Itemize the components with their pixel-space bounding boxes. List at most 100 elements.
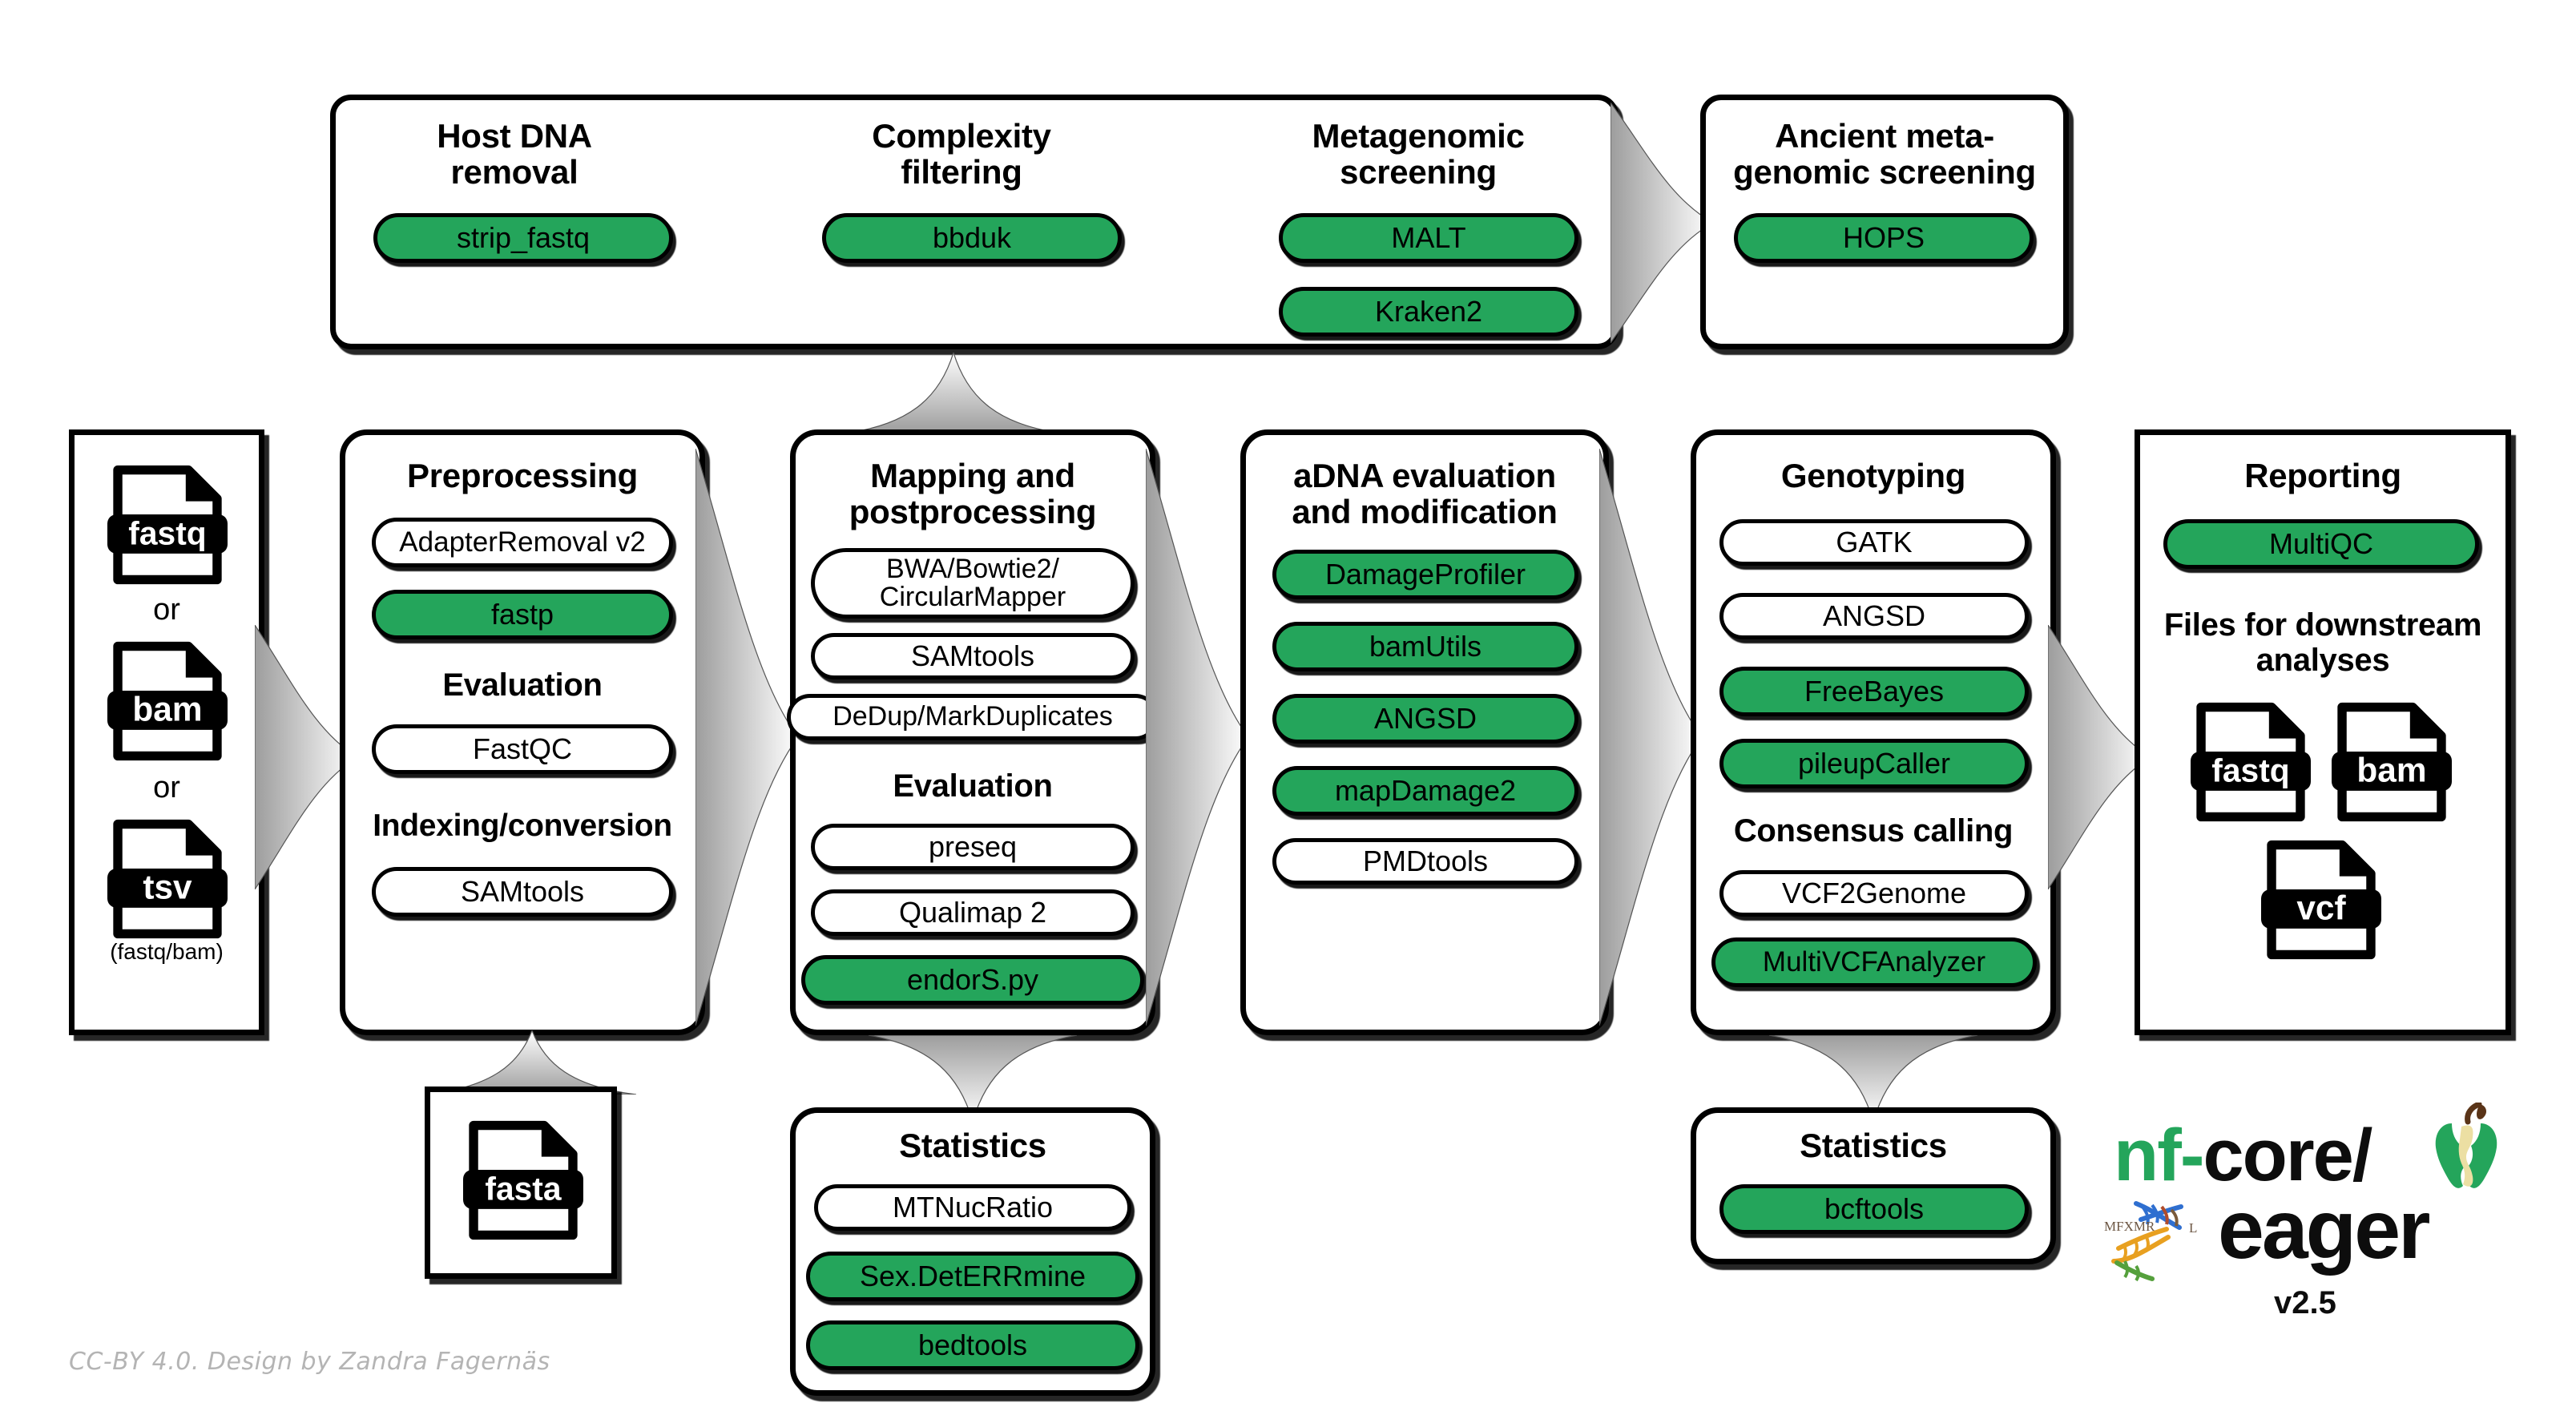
- metagenomic-screening-title: Metagenomic screening: [1266, 117, 1570, 191]
- adna-title: aDNA evaluation and modification: [1240, 458, 1609, 530]
- file-fastq-icon-output: fastq: [2184, 702, 2317, 822]
- file-bam-icon-output: bam: [2325, 702, 2458, 822]
- tool-label-line-1: BWA/Bowtie2/: [885, 554, 1060, 585]
- title-line-2: screening: [1340, 152, 1497, 191]
- reporting-title: Reporting: [2135, 458, 2511, 494]
- tool-fastp[interactable]: fastp: [372, 590, 673, 639]
- svg-text:L: L: [2189, 1220, 2197, 1236]
- logo-dash: -: [2179, 1115, 2205, 1196]
- tool-freebayes[interactable]: FreeBayes: [1719, 667, 2029, 716]
- svg-text:MFXMR: MFXMR: [2104, 1219, 2155, 1234]
- title-line-1: Ancient meta-: [1775, 117, 1994, 155]
- file-bam-icon: bam: [101, 641, 234, 761]
- arrow-screening-to-ancient: [1611, 103, 1715, 343]
- title-line-1: Mapping and: [870, 457, 1075, 494]
- heading-line-1: Files for downstream: [2163, 607, 2482, 643]
- preprocessing-evaluation-heading: Evaluation: [442, 667, 603, 703]
- logo-nf: nf: [2114, 1115, 2182, 1196]
- title-line-1: aDNA evaluation: [1293, 457, 1556, 494]
- file-fastq-icon: fastq: [101, 465, 234, 585]
- mapping-evaluation-heading: Evaluation: [893, 768, 1053, 804]
- logo-core: core/: [2203, 1115, 2372, 1196]
- tool-samtools-preprocessing[interactable]: SAMtools: [372, 867, 673, 917]
- title-line-2: genomic screening: [1733, 152, 2036, 191]
- logo-eager: eager: [2218, 1183, 2431, 1276]
- svg-text:bam: bam: [2356, 751, 2426, 788]
- svg-text:fastq: fastq: [2211, 752, 2289, 788]
- svg-text:fastq: fastq: [128, 514, 206, 551]
- arrow-mapping-to-adna: [1146, 449, 1250, 1026]
- tool-samtools-mapping[interactable]: SAMtools: [811, 633, 1135, 679]
- tool-gatk[interactable]: GATK: [1719, 519, 2029, 566]
- file-vcf-icon-output: vcf: [2255, 840, 2388, 960]
- input-or-2: or: [153, 771, 180, 804]
- tool-angsd-adna[interactable]: ANGSD: [1272, 694, 1578, 744]
- tool-adapterremoval-v2[interactable]: AdapterRemoval v2: [372, 518, 673, 567]
- tool-bwa-bowtie2-circularmapper[interactable]: BWA/Bowtie2/ CircularMapper: [811, 548, 1135, 619]
- file-tsv-icon: tsv: [101, 819, 234, 939]
- title-line-1: Genotyping: [1780, 457, 1966, 494]
- preprocessing-title: Preprocessing: [340, 458, 705, 494]
- genotyping-title: Genotyping: [1691, 458, 2056, 494]
- tool-mtnucratio[interactable]: MTNucRatio: [814, 1184, 1131, 1231]
- tool-malt[interactable]: MALT: [1279, 213, 1578, 263]
- credit-line: CC-BY 4.0. Design by Zandra Fagernäs: [69, 1348, 550, 1376]
- title-line-1: Host DNA: [437, 117, 592, 155]
- tool-label-line-2: CircularMapper: [879, 582, 1066, 612]
- arrow-mapping-to-screening: [849, 353, 1058, 433]
- tool-damageprofiler[interactable]: DamageProfiler: [1272, 550, 1578, 599]
- title-line-2: removal: [450, 152, 578, 191]
- tool-bbduk[interactable]: bbduk: [822, 213, 1122, 263]
- tool-vcf2genome[interactable]: VCF2Genome: [1719, 870, 2029, 917]
- mapping-title: Mapping and postprocessing: [790, 458, 1155, 530]
- file-fasta-icon: fasta: [457, 1120, 590, 1240]
- logo-nf-core-text: nf-core/: [2114, 1114, 2372, 1198]
- host-dna-removal-title: Host DNA removal: [362, 117, 667, 191]
- title-line-1: Preprocessing: [407, 457, 638, 494]
- arrow-preprocessing-to-mapping: [695, 449, 800, 1026]
- title-line-2: postprocessing: [849, 492, 1097, 530]
- svg-text:fasta: fasta: [485, 1170, 561, 1207]
- tool-endors-py[interactable]: endorS.py: [801, 955, 1144, 1005]
- title-line-2: and modification: [1292, 492, 1558, 530]
- statistics-genotyping-title: Statistics: [1800, 1127, 1947, 1164]
- tool-multiqc[interactable]: MultiQC: [2163, 519, 2479, 569]
- tool-dedup-markduplicates[interactable]: DeDup/MarkDuplicates: [787, 694, 1159, 740]
- input-note: (fastq/bam): [110, 939, 224, 964]
- title-line-2: filtering: [901, 152, 1022, 191]
- tool-bcftools[interactable]: bcftools: [1719, 1184, 2029, 1234]
- tool-sex-deterrmine[interactable]: Sex.DetERRmine: [806, 1252, 1139, 1301]
- input-or-1: or: [153, 593, 180, 627]
- genotyping-consensus-heading: Consensus calling: [1733, 813, 2014, 849]
- tool-hops[interactable]: HOPS: [1734, 213, 2034, 263]
- tool-pileupcaller[interactable]: pileupCaller: [1719, 739, 2029, 788]
- tool-strip-fastq[interactable]: strip_fastq: [373, 213, 673, 263]
- tool-multivcfanalyzer[interactable]: MultiVCFAnalyzer: [1711, 937, 2037, 987]
- tool-pmdtools[interactable]: PMDtools: [1272, 838, 1578, 885]
- title-line-1: Complexity: [872, 117, 1051, 155]
- heading-line-2: analyses: [2256, 643, 2390, 678]
- preprocessing-indexing-heading: Indexing/conversion: [373, 808, 672, 843]
- apple-core-icon: [2431, 1101, 2501, 1200]
- tool-angsd-genotyping[interactable]: ANGSD: [1719, 593, 2029, 639]
- svg-text:tsv: tsv: [143, 868, 192, 905]
- complexity-filtering-title: Complexity filtering: [809, 117, 1114, 191]
- title-line-1: Metagenomic: [1312, 117, 1525, 155]
- arrow-fasta-to-preprocessing: [428, 1030, 636, 1095]
- arrow-adna-to-genotyping: [1599, 449, 1703, 1026]
- tool-bedtools[interactable]: bedtools: [806, 1320, 1139, 1370]
- dna-helix-icon: MFXMR L: [2099, 1192, 2219, 1288]
- statistics-mapping-title: Statistics: [899, 1127, 1046, 1164]
- nf-core-eager-logo: nf-core/ MFXMR L: [2104, 1101, 2508, 1338]
- tool-bamutils[interactable]: bamUtils: [1272, 622, 1578, 671]
- tool-mapdamage2[interactable]: mapDamage2: [1272, 766, 1578, 816]
- title-line-1: Reporting: [2244, 457, 2401, 494]
- tool-preseq[interactable]: preseq: [811, 824, 1135, 870]
- svg-text:vcf: vcf: [2296, 889, 2346, 926]
- svg-text:bam: bam: [132, 690, 202, 728]
- tool-fastqc[interactable]: FastQC: [372, 724, 673, 774]
- tool-qualimap-2[interactable]: Qualimap 2: [811, 889, 1135, 936]
- tool-kraken2[interactable]: Kraken2: [1279, 287, 1578, 337]
- ancient-screening-title: Ancient meta- genomic screening: [1700, 117, 2069, 191]
- logo-version: v2.5: [2274, 1285, 2336, 1320]
